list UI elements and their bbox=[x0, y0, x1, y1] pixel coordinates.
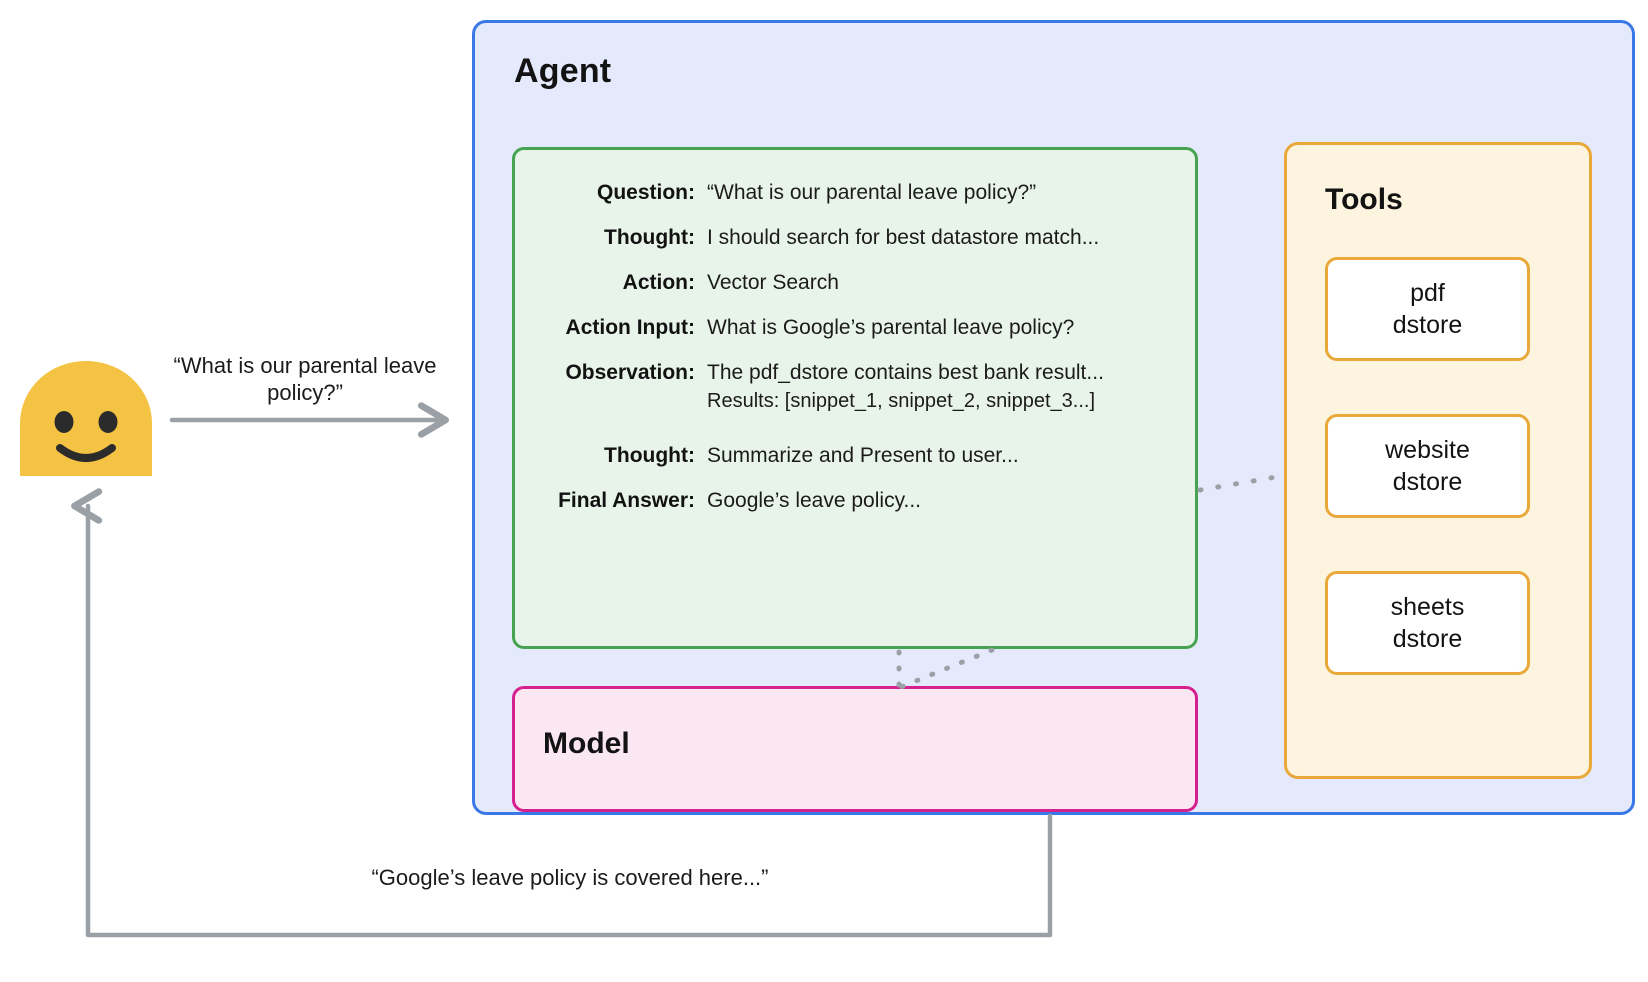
react-trace-panel: Question: “What is our parental leave po… bbox=[512, 147, 1198, 649]
trace-label-final-answer: Final Answer: bbox=[558, 489, 695, 512]
tool-website-line1: website bbox=[1385, 436, 1470, 464]
trace-row-final-answer: Final Answer: Google’s leave policy... bbox=[515, 486, 1195, 515]
trace-row-observation: Observation: The pdf_dstore contains bes… bbox=[515, 358, 1195, 415]
tool-sheets-line2: dstore bbox=[1392, 625, 1463, 653]
user-question-label: “What is our parental leave policy?” bbox=[173, 353, 437, 405]
tool-sheets-line1: sheets bbox=[1390, 593, 1465, 621]
react-trace-rows: Question: “What is our parental leave po… bbox=[515, 178, 1195, 531]
trace-value-observation-line2: Results: [snippet_1, snippet_2, snippet_… bbox=[707, 390, 1096, 412]
tool-pdf-line1: pdf bbox=[1410, 279, 1445, 307]
tools-panel: Tools pdf dstore website dstore sheets d… bbox=[1284, 142, 1592, 779]
trace-value-question: “What is our parental leave policy?” bbox=[707, 181, 1037, 204]
avatar-smile bbox=[56, 444, 116, 462]
trace-label-action-input: Action Input: bbox=[565, 316, 695, 339]
trace-label-thought-2: Thought: bbox=[604, 444, 695, 467]
tool-card-sheets-dstore[interactable]: sheets dstore bbox=[1325, 571, 1530, 675]
trace-row-action-input: Action Input: What is Google’s parental … bbox=[515, 313, 1195, 342]
user-face-icon bbox=[20, 361, 152, 476]
trace-row-thought-1: Thought: I should search for best datast… bbox=[515, 223, 1195, 252]
trace-value-observation: The pdf_dstore contains best bank result… bbox=[695, 358, 1195, 415]
trace-row-question: Question: “What is our parental leave po… bbox=[515, 178, 1195, 207]
tools-list: pdf dstore website dstore sheets dstore bbox=[1325, 257, 1530, 675]
agent-title: Agent bbox=[514, 52, 612, 90]
trace-label-thought-1: Thought: bbox=[604, 226, 695, 249]
trace-label-action: Action: bbox=[622, 271, 695, 294]
trace-value-action-input: What is Google’s parental leave policy? bbox=[707, 316, 1075, 339]
tool-pdf-line2: dstore bbox=[1392, 311, 1463, 339]
agent-answer-label: “Google’s leave policy is covered here..… bbox=[371, 865, 769, 890]
trace-label-question: Question: bbox=[597, 181, 695, 204]
avatar-eye-left bbox=[54, 411, 74, 433]
trace-label-observation: Observation: bbox=[565, 361, 695, 384]
tool-card-pdf-dstore[interactable]: pdf dstore bbox=[1325, 257, 1530, 361]
tools-title: Tools bbox=[1325, 183, 1403, 216]
model-title: Model bbox=[543, 727, 630, 760]
model-panel: Model bbox=[512, 686, 1198, 812]
tool-website-line2: dstore bbox=[1392, 468, 1463, 496]
trace-value-final-answer: Google’s leave policy... bbox=[707, 489, 922, 512]
trace-value-observation-line1: The pdf_dstore contains best bank result… bbox=[707, 361, 1104, 384]
trace-row-action: Action: Vector Search bbox=[515, 268, 1195, 297]
trace-value-thought-2: Summarize and Present to user... bbox=[707, 444, 1019, 467]
tool-card-website-dstore[interactable]: website dstore bbox=[1325, 414, 1530, 518]
trace-value-thought-1: I should search for best datastore match… bbox=[707, 226, 1100, 249]
trace-value-action: Vector Search bbox=[707, 271, 839, 294]
trace-row-thought-2: Thought: Summarize and Present to user..… bbox=[515, 441, 1195, 470]
avatar-eye-right bbox=[98, 411, 118, 433]
